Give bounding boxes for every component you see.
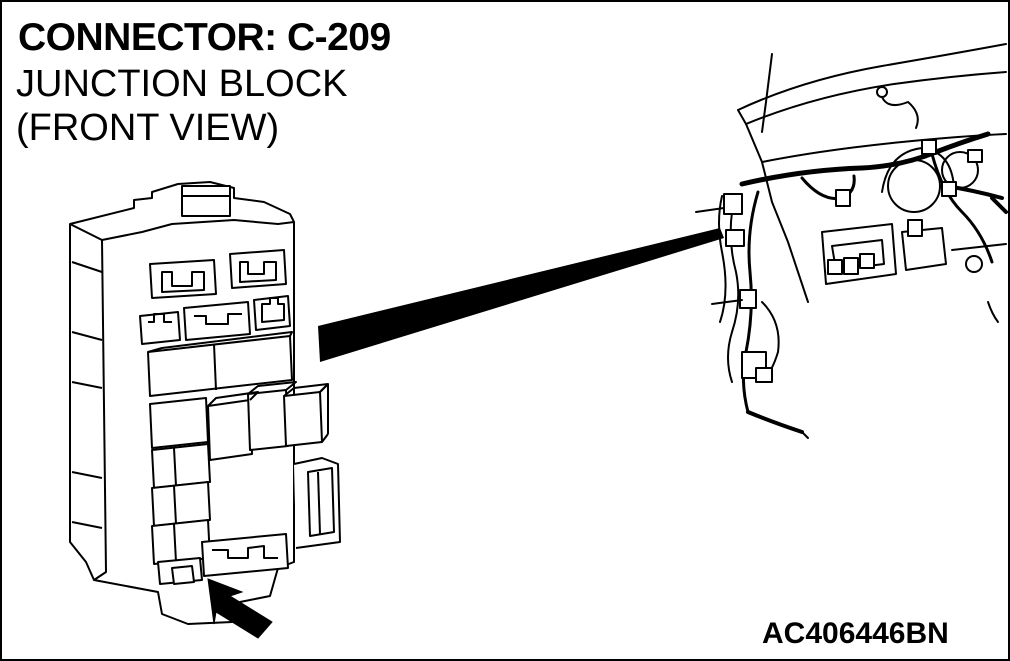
leader-wedge-icon — [318, 228, 724, 362]
arrow-icon — [207, 578, 273, 639]
view-label: (FRONT VIEW) — [16, 107, 280, 149]
part-name: JUNCTION BLOCK — [16, 63, 348, 105]
dashboard-harness-icon — [695, 43, 1008, 439]
junction-block-icon — [69, 181, 341, 625]
figure-code: AC406446BN — [762, 617, 949, 650]
connector-title: CONNECTOR: C-209 — [18, 16, 391, 59]
